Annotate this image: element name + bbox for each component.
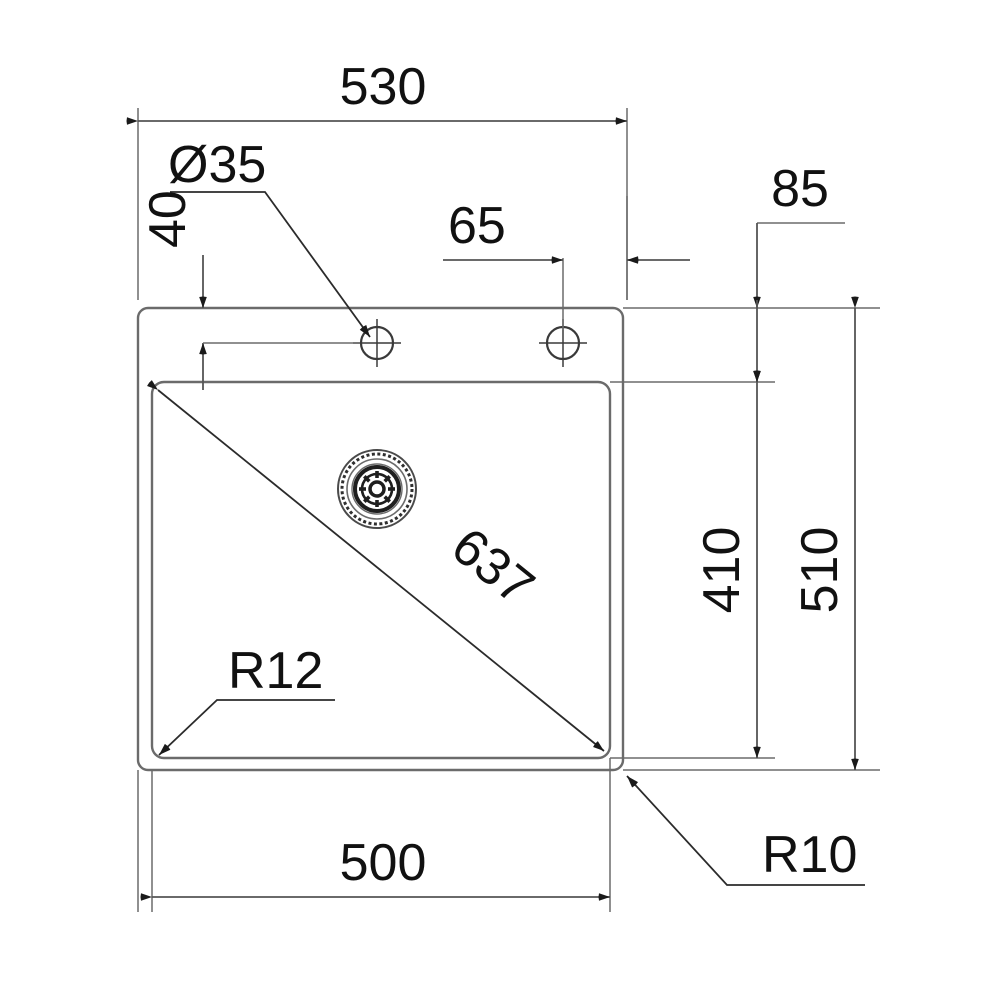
dim-label-85: 85 (771, 160, 829, 218)
dim-label-r10: R10 (762, 826, 857, 884)
dimension-500: 500 (140, 834, 610, 901)
dim-label-500: 500 (340, 834, 427, 892)
dim-line-637-diagonal (147, 380, 605, 752)
drain-slot-ring (360, 472, 394, 506)
dimension-510: 510 (791, 296, 859, 770)
tap-hole-left (353, 319, 401, 367)
extension-lines (137, 108, 880, 912)
dim-label-65: 65 (448, 197, 506, 255)
leader-line-r10 (626, 775, 865, 886)
dimension-r12: R12 (158, 642, 335, 756)
dim-label-d35: Ø35 (168, 136, 266, 194)
sink-outer-outline (136, 306, 625, 772)
leader-line-d35 (170, 191, 371, 338)
dim-label-40: 40 (139, 190, 197, 248)
dim-label-637: 637 (441, 517, 545, 617)
dimension-diameter-35: Ø35 (168, 136, 371, 338)
dimension-410: 410 (693, 370, 761, 758)
dim-label-510: 510 (791, 527, 849, 614)
drain-strainer (337, 449, 417, 529)
dimension-r10: R10 (626, 775, 865, 886)
drain-hub (368, 480, 386, 498)
dimension-40: 40 (139, 190, 360, 390)
dimension-65: 65 (443, 197, 690, 264)
dimension-637: 637 (147, 380, 605, 752)
drain-spokes (359, 471, 395, 507)
dimension-85: 85 (753, 160, 829, 382)
dim-label-410: 410 (693, 527, 751, 614)
dimension-530: 530 (126, 58, 627, 125)
dim-label-530: 530 (340, 58, 427, 116)
drain-outer-ring (337, 449, 417, 529)
leader-line-r12 (158, 699, 335, 756)
outer-plate-rect (136, 306, 625, 772)
dim-label-r12: R12 (228, 642, 323, 700)
